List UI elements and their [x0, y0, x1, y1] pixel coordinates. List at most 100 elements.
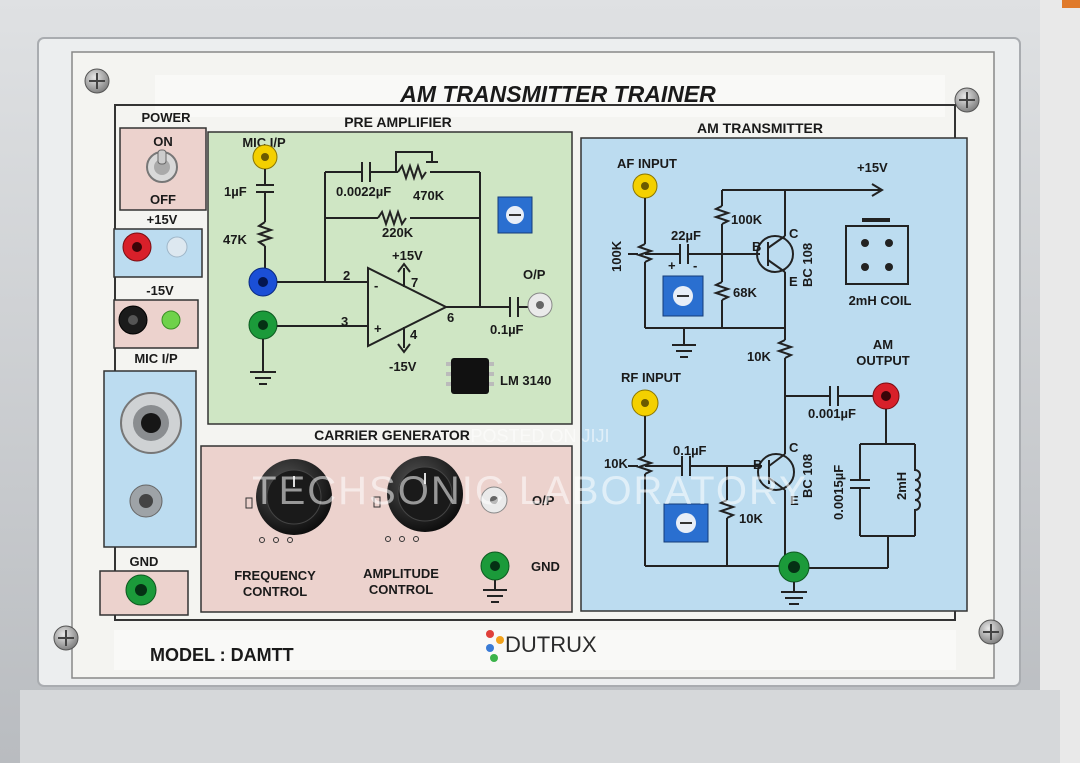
preamp-blue-socket[interactable] [248, 267, 278, 297]
frequency-knob[interactable] [256, 459, 332, 535]
preamp-op-label: O/P [523, 267, 546, 282]
am-output-socket[interactable] [872, 382, 900, 410]
pin7-label: 7 [411, 275, 418, 290]
amtx-gnd-socket[interactable] [778, 551, 810, 583]
carrier-op-label: O/P [532, 493, 555, 508]
rf-input-label: RF INPUT [621, 370, 681, 385]
am-output-label-1: AM [873, 337, 893, 352]
coil-component [845, 225, 909, 285]
res-47k-label: 47K [223, 232, 247, 247]
am-output-label-2: OUTPUT [856, 353, 910, 368]
amtx-title: AM TRANSMITTER [697, 120, 823, 136]
pin4-label: 4 [410, 327, 418, 342]
cap-22uf-minus: - [693, 258, 697, 273]
minus15-led-icon [161, 310, 181, 330]
gnd-socket[interactable] [125, 574, 157, 606]
res-470k-label: 470K [413, 188, 445, 203]
res-100k-left-label: 100K [609, 240, 624, 272]
preamp-vcc: +15V [392, 248, 423, 263]
coil-label: 2mH COIL [849, 293, 912, 308]
cap-00015-label: 0.0015µF [831, 465, 846, 520]
pin3-label: 3 [341, 314, 348, 329]
cap-1uf-label: 1µF [224, 184, 247, 199]
screw-icon [53, 625, 79, 651]
res-100k-top-label: 100K [731, 212, 763, 227]
dutrux-logo-icon [486, 630, 504, 662]
transistor2-symbol [757, 453, 795, 491]
preamp-mic-label: MIC I/P [242, 135, 286, 150]
t2-part-label: BC 108 [800, 454, 815, 498]
minus15-label: -15V [146, 283, 174, 298]
preamp-title: PRE AMPLIFIER [344, 114, 452, 130]
screw-icon [84, 68, 110, 94]
watermark-posted: POSTED ON JIJI [470, 426, 609, 446]
amplitude-knob[interactable] [387, 456, 463, 532]
af-input-socket[interactable] [632, 173, 658, 199]
minus15-socket[interactable] [118, 305, 148, 335]
plus15-socket[interactable] [122, 232, 152, 262]
cap-22uf-label: 22µF [671, 228, 701, 243]
carrier-title: CARRIER GENERATOR [314, 427, 470, 443]
t2-e-label: E [790, 493, 799, 508]
preamp-output-socket[interactable] [527, 292, 553, 318]
ind-2mh-label: 2mH [894, 472, 909, 500]
mic-grey-socket[interactable] [129, 484, 163, 518]
t1-e-label: E [789, 274, 798, 289]
brand-label: DUTRUX [505, 632, 597, 657]
model-label: MODEL : DAMTT [150, 645, 294, 665]
screw-icon [954, 87, 980, 113]
power-toggle-switch[interactable] [146, 149, 178, 183]
plus15-label: +15V [147, 212, 178, 227]
pin2-label: 2 [343, 268, 350, 283]
preamp-vee: -15V [389, 359, 417, 374]
amtx-vcc: +15V [857, 160, 888, 175]
t1-b-label: B [752, 239, 761, 254]
cap-0001-label: 0.001µF [808, 406, 856, 421]
pin6-label: 6 [447, 310, 454, 325]
mic-label: MIC I/P [134, 351, 178, 366]
gnd-label: GND [130, 554, 159, 569]
panel-title: AM TRANSMITTER TRAINER [399, 81, 716, 107]
lm3140-chip-icon [446, 358, 494, 394]
res-68k-label: 68K [733, 285, 757, 300]
t1-c-label: C [789, 226, 799, 241]
carrier-output-socket[interactable] [480, 486, 508, 514]
amp-dots-icon [385, 536, 419, 542]
t2-c-label: C [789, 440, 799, 455]
power-on-label: ON [153, 134, 173, 149]
freq-dots-icon [259, 537, 293, 543]
t2-b-label: B [753, 457, 762, 472]
preamp-green-socket[interactable] [248, 310, 278, 340]
res-10k-left-label: 10K [604, 456, 628, 471]
res-10k-low-label: 10K [739, 511, 763, 526]
opamp-symbol [367, 266, 449, 348]
plus15-led-icon [166, 236, 188, 258]
af-input-label: AF INPUT [617, 156, 677, 171]
power-off-label: OFF [150, 192, 176, 207]
opamp-plus: + [374, 321, 382, 336]
t1-part-label: BC 108 [800, 243, 815, 287]
cap-01-label: 0.1µF [673, 443, 707, 458]
rf-trimpot[interactable] [663, 503, 709, 543]
screw-icon [978, 619, 1004, 645]
mic-jack-socket[interactable] [120, 392, 182, 454]
lm3140-label: LM 3140 [500, 373, 551, 388]
opamp-minus: - [374, 278, 378, 293]
power-label: POWER [141, 110, 191, 125]
af-trimpot[interactable] [662, 275, 704, 317]
cap-22uf-plus: + [668, 258, 676, 273]
carrier-gnd-label: GND [531, 559, 560, 574]
carrier-panel [200, 445, 573, 613]
freq-label-2: CONTROL [243, 584, 307, 599]
amp-label-2: CONTROL [369, 582, 433, 597]
cap-01-out-label: 0.1µF [490, 322, 524, 337]
carrier-gnd-socket[interactable] [480, 551, 510, 581]
preamp-mic-socket[interactable] [252, 144, 278, 170]
rf-input-socket[interactable] [631, 389, 659, 417]
freq-label-1: FREQUENCY [234, 568, 316, 583]
amp-label-1: AMPLITUDE [363, 566, 439, 581]
preamp-trimpot[interactable] [497, 196, 533, 234]
res-220k-label: 220K [382, 225, 414, 240]
res-10k-mid-label: 10K [747, 349, 771, 364]
